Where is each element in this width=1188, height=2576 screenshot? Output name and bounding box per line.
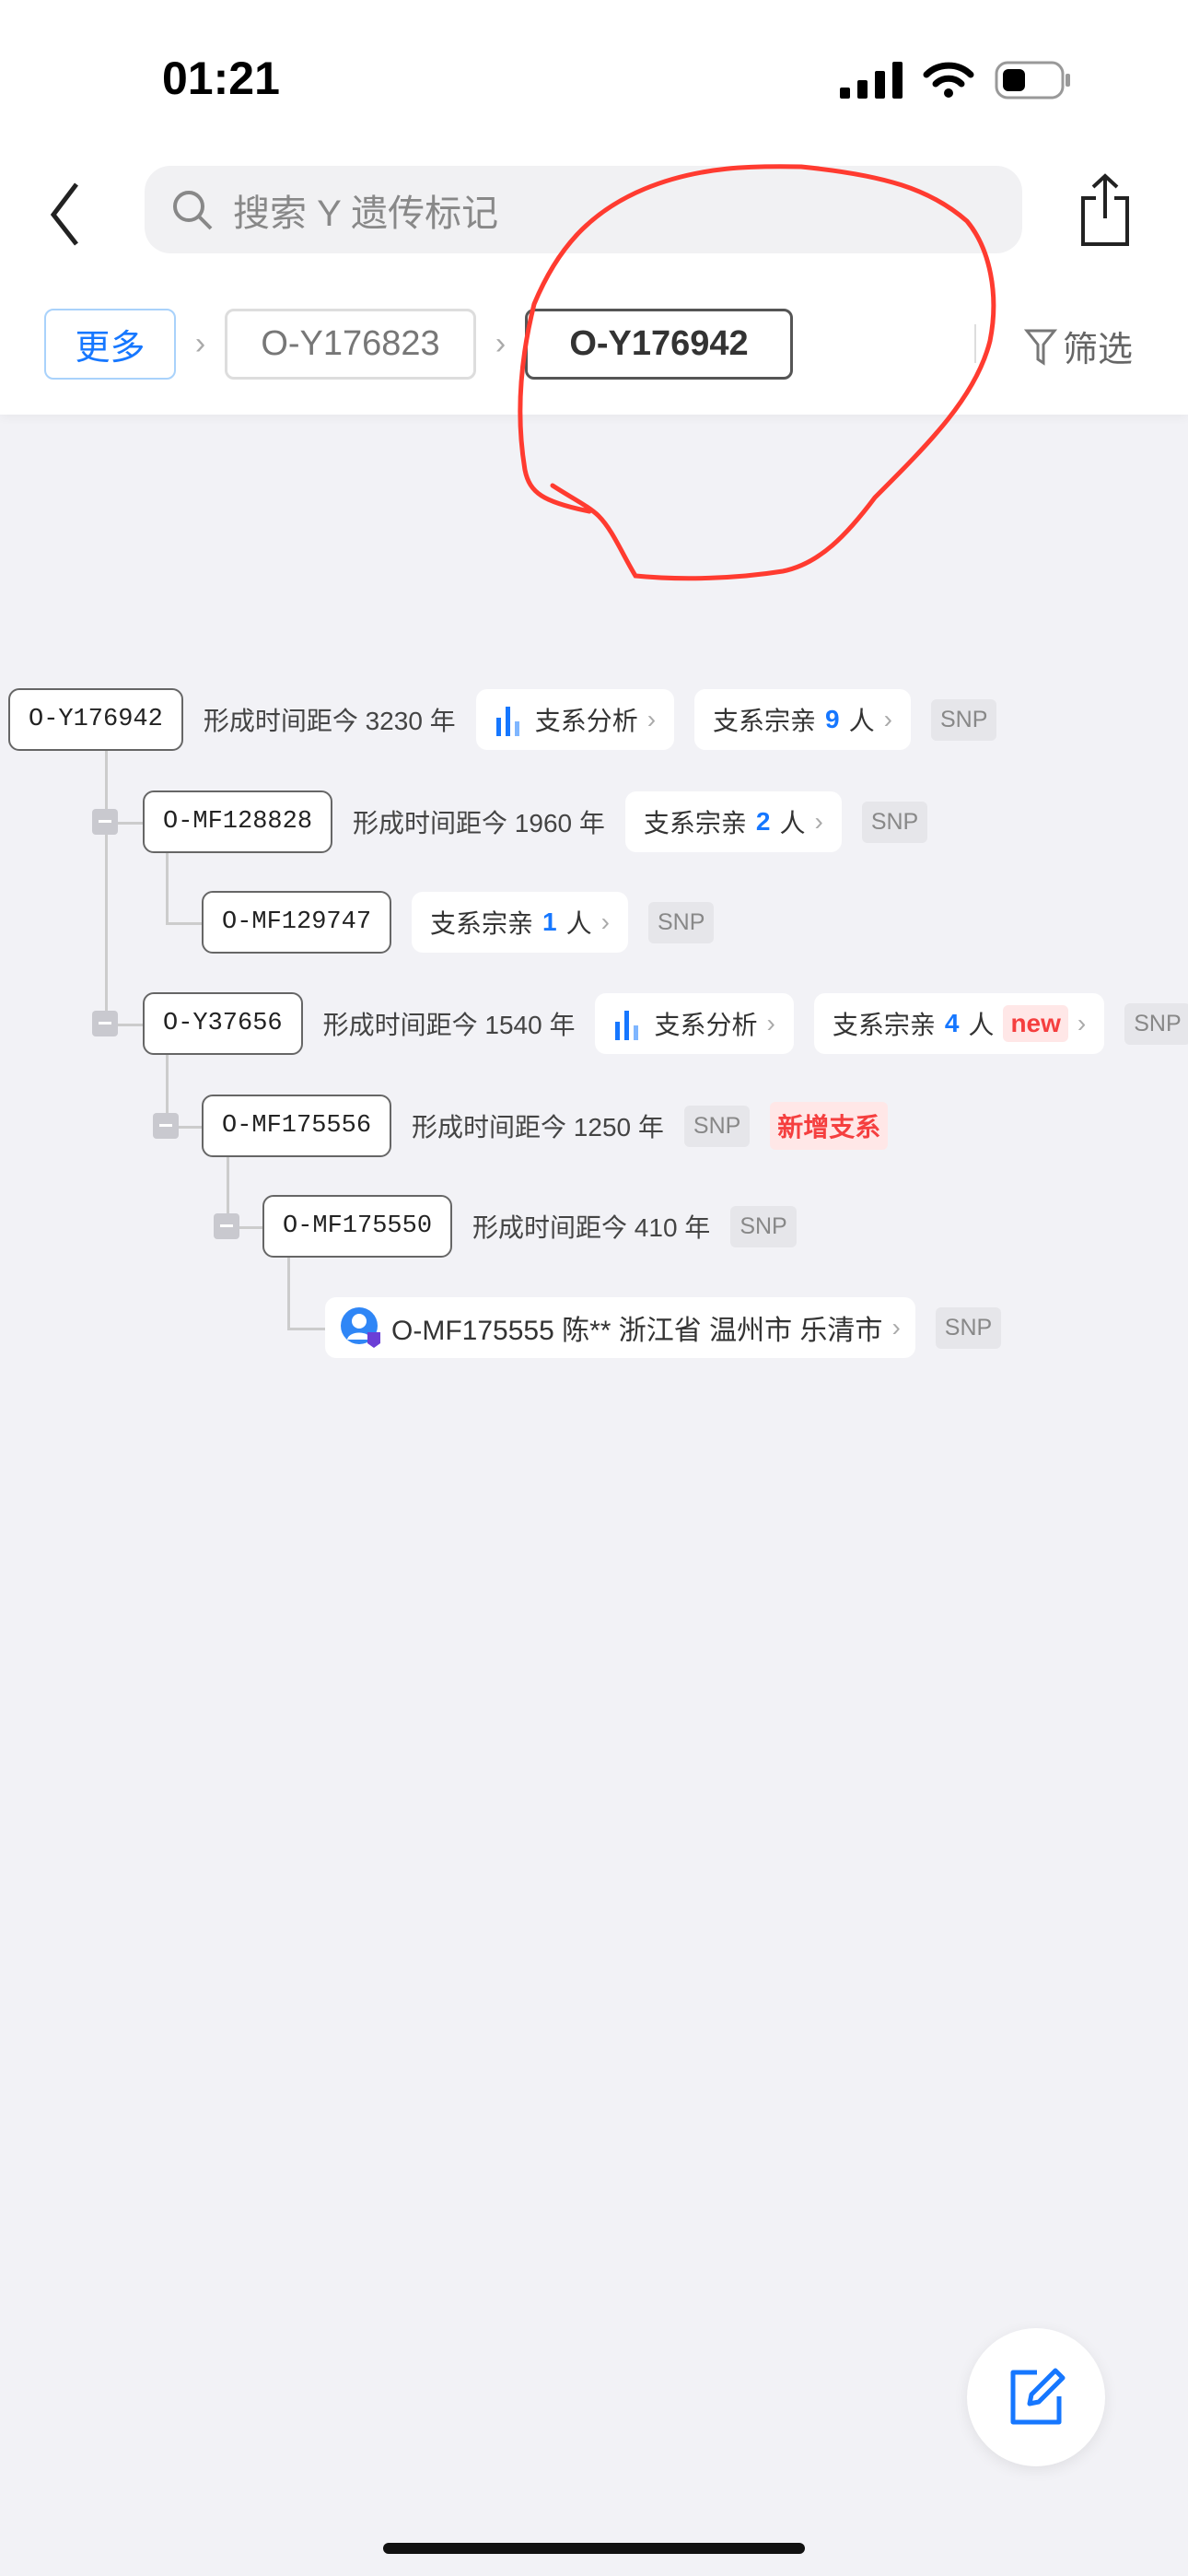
breadcrumb-current[interactable]: O-Y176942 (525, 309, 793, 380)
collapse-toggle[interactable] (153, 1113, 179, 1139)
clan-label: 支系宗亲 (832, 1011, 936, 1039)
status-icons (840, 61, 1072, 100)
clan-label: 支系宗亲 (713, 707, 817, 735)
collapse-toggle[interactable] (92, 1011, 118, 1036)
snp-tag[interactable]: SNP (935, 1306, 1002, 1349)
clan-suffix: 人 (968, 1011, 995, 1039)
snp-tag[interactable]: SNP (647, 901, 715, 943)
formation-time: 形成时间距今 410 年 (472, 1213, 711, 1242)
formation-time: 形成时间距今 1250 年 (412, 1113, 664, 1142)
tree-connector (166, 853, 169, 922)
new-badge: new (1003, 1005, 1068, 1042)
chevron-right-icon: › (600, 907, 610, 936)
branch-analysis-button[interactable]: 支系分析 › (475, 689, 675, 750)
analysis-label: 支系分析 (654, 1011, 758, 1039)
breadcrumb-item[interactable]: O-Y176823 (225, 309, 476, 380)
haplogroup-node[interactable]: O-MF175556 (202, 1095, 392, 1157)
tree-row: O-MF175550 形成时间距今 410 年 SNP (262, 1195, 797, 1258)
tree-connector (105, 751, 108, 1024)
signal-icon (840, 62, 903, 99)
filter-label: 筛选 (1063, 331, 1134, 369)
divider (974, 324, 976, 363)
chevron-right-icon: › (883, 705, 892, 733)
tree-connector (227, 1157, 229, 1226)
clan-count: 4 (944, 1009, 960, 1037)
formation-time: 形成时间距今 1540 年 (322, 1011, 576, 1039)
tree-connector (287, 1258, 290, 1328)
clan-label: 支系宗亲 (643, 809, 747, 837)
collapse-toggle[interactable] (214, 1213, 239, 1239)
back-icon[interactable] (46, 180, 92, 249)
tree-connector (166, 922, 202, 925)
person-chip[interactable]: O-MF175555 陈** 浙江省 温州市 乐清市 › (325, 1297, 915, 1358)
tree-connector (105, 1024, 143, 1026)
formation-time: 形成时间距今 1960 年 (353, 809, 605, 837)
home-indicator[interactable] (383, 2543, 805, 2554)
header: 01:21 搜索 Y 遗传标记 更多 › O-Y176823 › O-Y1769… (0, 0, 1188, 415)
chevron-right-icon: › (766, 1009, 775, 1037)
wifi-icon (923, 62, 974, 98)
clan-count: 2 (755, 807, 771, 836)
breadcrumb: 更多 › O-Y176823 › O-Y176942 (44, 309, 793, 380)
tree-connector (166, 1126, 202, 1129)
search-input[interactable]: 搜索 Y 遗传标记 (145, 166, 1022, 253)
filter-button[interactable]: 筛选 (1024, 321, 1133, 371)
filter-icon (1024, 329, 1057, 366)
haplogroup-node[interactable]: O-MF175550 (262, 1195, 453, 1258)
clan-count: 1 (542, 907, 557, 936)
search-placeholder: 搜索 Y 遗传标记 (233, 193, 499, 234)
chevron-right-icon: › (495, 326, 507, 361)
analysis-label: 支系分析 (534, 707, 638, 735)
tree-connector (227, 1226, 262, 1229)
tree-connector (287, 1328, 325, 1330)
haplogroup-node[interactable]: O-Y176942 (8, 688, 183, 751)
tree-connector (166, 1055, 169, 1126)
status-time: 01:21 (162, 53, 280, 104)
share-icon[interactable] (1077, 172, 1133, 248)
clan-suffix: 人 (848, 707, 875, 735)
haplogroup-node[interactable]: O-MF129747 (202, 891, 392, 954)
user-avatar-icon (341, 1307, 380, 1348)
haplogroup-node[interactable]: O-MF128828 (143, 790, 333, 853)
chevron-right-icon: › (646, 705, 657, 733)
search-icon (173, 190, 213, 229)
more-button[interactable]: 更多 (44, 309, 176, 380)
tree-row: O-MF175555 陈** 浙江省 温州市 乐清市 › SNP (325, 1296, 1002, 1359)
edit-button[interactable] (967, 2328, 1105, 2466)
snp-tag[interactable]: SNP (683, 1105, 751, 1147)
collapse-toggle[interactable] (92, 809, 118, 835)
bar-chart-icon (495, 707, 519, 736)
chevron-right-icon: › (814, 807, 823, 836)
snp-tag[interactable]: SNP (730, 1205, 797, 1247)
chevron-right-icon: › (194, 326, 206, 361)
chevron-right-icon: › (891, 1313, 901, 1341)
bar-chart-icon (615, 1011, 639, 1040)
clan-suffix: 人 (565, 909, 592, 938)
clan-suffix: 人 (779, 809, 806, 837)
tree-connector (105, 822, 143, 825)
snp-tag[interactable]: SNP (861, 801, 928, 843)
edit-icon (1010, 2368, 1066, 2425)
branch-analysis-button[interactable]: 支系分析 › (595, 993, 794, 1054)
snp-tag[interactable]: SNP (930, 698, 997, 741)
haplogroup-node[interactable]: O-Y37656 (143, 992, 303, 1055)
clan-count: 9 (825, 705, 840, 733)
tree-row: O-MF175556 形成时间距今 1250 年 SNP 新增支系 (202, 1095, 889, 1157)
snp-tag[interactable]: SNP (1124, 1002, 1188, 1045)
chevron-right-icon: › (1077, 1009, 1087, 1037)
clan-label: 支系宗亲 (430, 909, 534, 938)
new-branch-tag: 新增支系 (770, 1102, 889, 1150)
formation-time: 形成时间距今 3230 年 (203, 707, 456, 735)
battery-icon (995, 61, 1070, 100)
person-label: O-MF175555 陈** 浙江省 温州市 乐清市 (391, 1316, 883, 1346)
